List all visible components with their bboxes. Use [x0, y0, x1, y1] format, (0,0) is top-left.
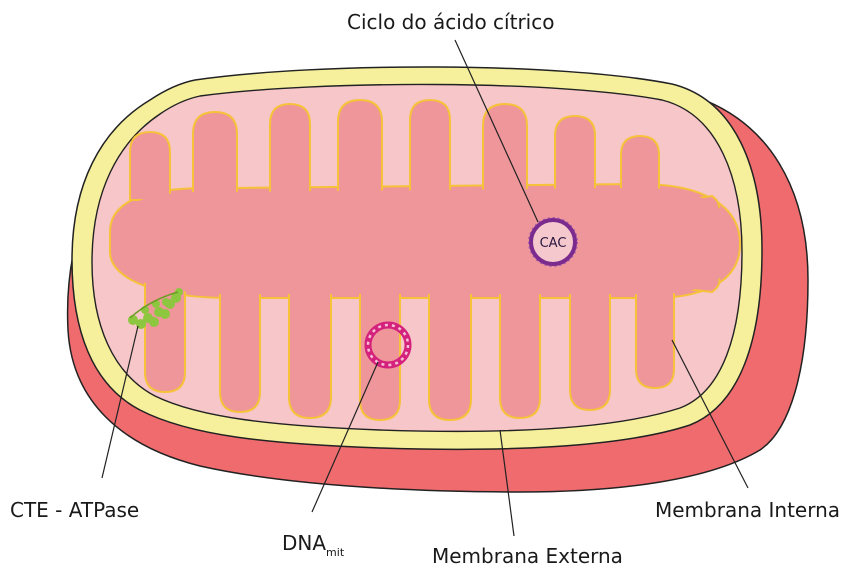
crista-bottom-8	[636, 282, 674, 388]
dna-label: DNAmit	[282, 533, 344, 553]
dna-label-main: DNA	[282, 531, 326, 555]
crista-top-5	[410, 100, 450, 200]
crista-bottom-7	[570, 282, 610, 410]
crista-top-4	[338, 100, 382, 200]
cte-atpase-label: CTE - ATPase	[10, 500, 139, 520]
crista-bottom-3	[289, 282, 331, 418]
crista-bottom-2	[220, 282, 260, 412]
crista-top-1	[130, 132, 170, 200]
inner-membrane-label: Membrana Interna	[655, 500, 840, 520]
crista-top-6	[483, 104, 527, 200]
cac-label: CAC	[540, 236, 567, 251]
dna-label-sub: mit	[326, 546, 344, 559]
outer-membrane-label: Membrana Externa	[432, 546, 623, 566]
citric-cycle-label: Ciclo do ácido cítrico	[347, 12, 554, 32]
crista-top-3	[270, 104, 310, 200]
crista-top-2	[193, 112, 237, 200]
crista-bottom-5	[429, 282, 471, 420]
crista-bottom-6	[500, 282, 540, 418]
crista-top-7	[555, 116, 595, 200]
matrix-core-overlay	[112, 188, 736, 294]
